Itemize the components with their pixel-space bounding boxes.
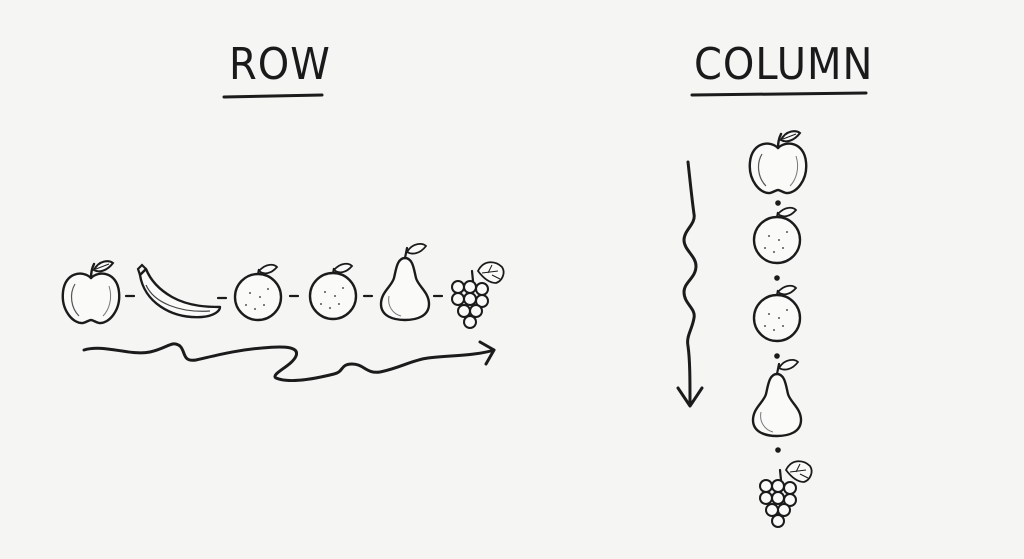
grapes-icon <box>450 261 505 330</box>
apple-icon <box>61 260 121 325</box>
column-fruit-sequence <box>748 130 813 529</box>
banana-icon <box>136 263 222 319</box>
column-heading: COLUMN <box>694 40 874 90</box>
pear-icon <box>751 358 803 438</box>
row-heading-underline <box>222 93 324 99</box>
pear-icon <box>379 242 431 322</box>
orange-icon <box>752 284 802 343</box>
grapes-icon <box>758 460 813 529</box>
orange-icon <box>308 262 358 321</box>
column-direction-arrow <box>676 160 704 408</box>
row-fruit-sequence <box>61 242 505 330</box>
column-connector-dot <box>775 447 781 453</box>
orange-icon <box>233 263 283 322</box>
row-direction-arrow <box>82 340 496 382</box>
apple-icon <box>748 130 808 195</box>
column-heading-underline <box>690 91 868 97</box>
column-connector-dot <box>775 200 781 206</box>
column-connector-dot <box>774 275 780 281</box>
row-heading: ROW <box>229 40 331 90</box>
column-connector-dot <box>774 353 780 359</box>
orange-icon <box>752 206 802 265</box>
